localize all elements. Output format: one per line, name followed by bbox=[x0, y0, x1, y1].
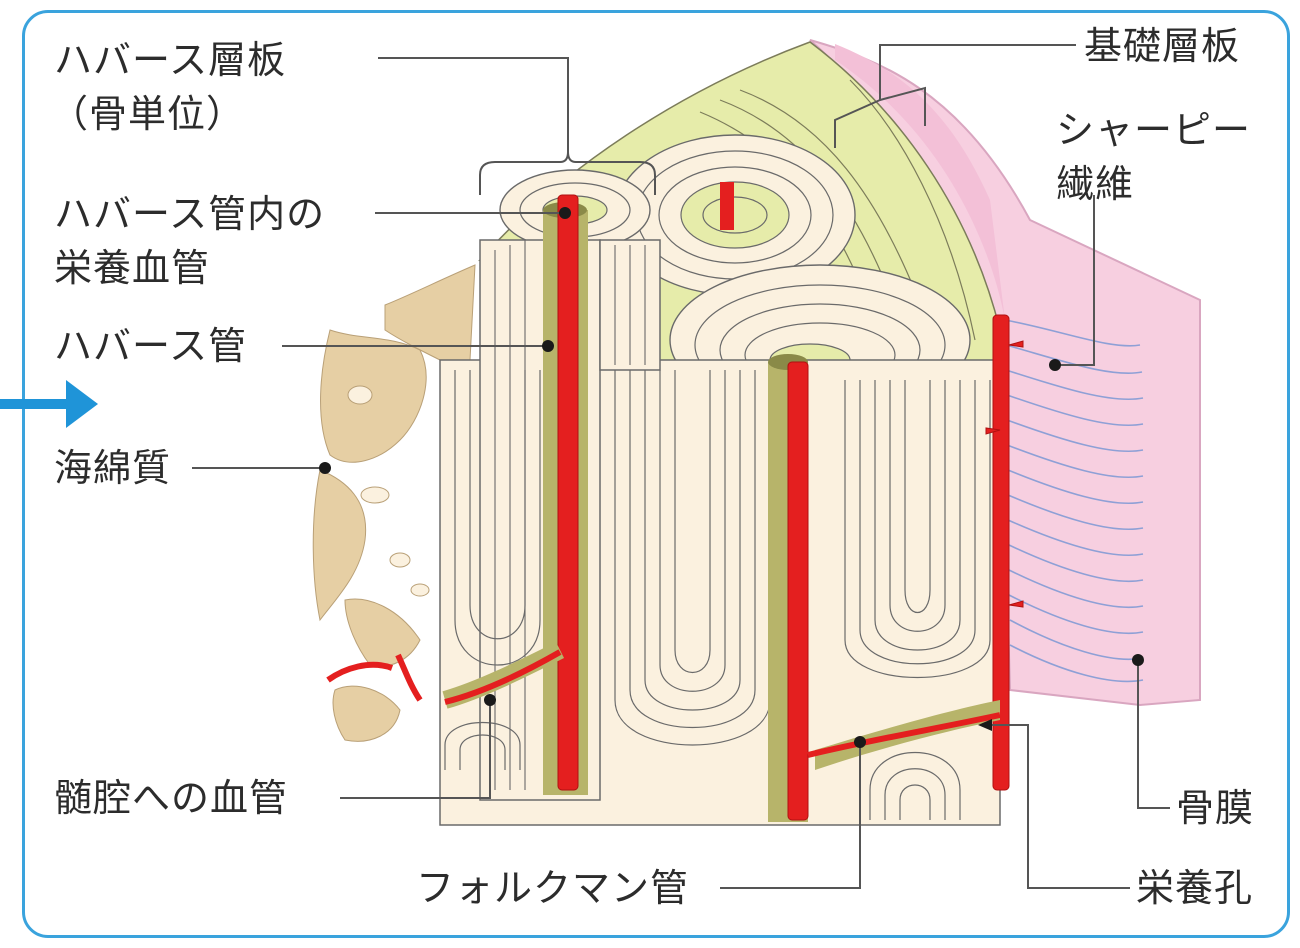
label-haversian-lamellae: ハバース層板 bbox=[54, 38, 287, 82]
volkmann-canal bbox=[326, 641, 1001, 770]
label-periosteum: 骨膜 bbox=[1176, 786, 1255, 830]
spongy-bone bbox=[312, 264, 476, 742]
blood-vessels bbox=[557, 194, 1024, 821]
label-haversian-canal: ハバース管 bbox=[54, 324, 248, 368]
leader-dots bbox=[319, 207, 1144, 748]
label-haversian-vessel-line1: ハバース管内の bbox=[54, 192, 326, 236]
leader-lines bbox=[192, 44, 1170, 889]
pointer-arrow-icon bbox=[0, 380, 98, 428]
sharpey-fiber-lines bbox=[1004, 319, 1144, 683]
label-spongy-bone: 海綿質 bbox=[54, 446, 172, 490]
label-volkmann-canal: フォルクマン管 bbox=[416, 866, 690, 910]
label-sharpey-line2: 繊維 bbox=[1056, 162, 1135, 206]
label-haversian-vessel-line2: 栄養血管 bbox=[54, 246, 211, 290]
label-circumferential-lamellae: 基礎層板 bbox=[1084, 24, 1241, 68]
label-marrow-vessel: 髄腔への血管 bbox=[54, 776, 289, 820]
diagram-frame bbox=[22, 10, 1290, 938]
compact-bone-front-face bbox=[439, 239, 1001, 826]
label-sharpey-line1: シャーピー bbox=[1056, 108, 1252, 152]
vessel-top-1 bbox=[720, 182, 734, 230]
label-osteon-note: （骨単位） bbox=[50, 92, 246, 136]
label-nutrient-foramen: 栄養孔 bbox=[1136, 866, 1254, 910]
